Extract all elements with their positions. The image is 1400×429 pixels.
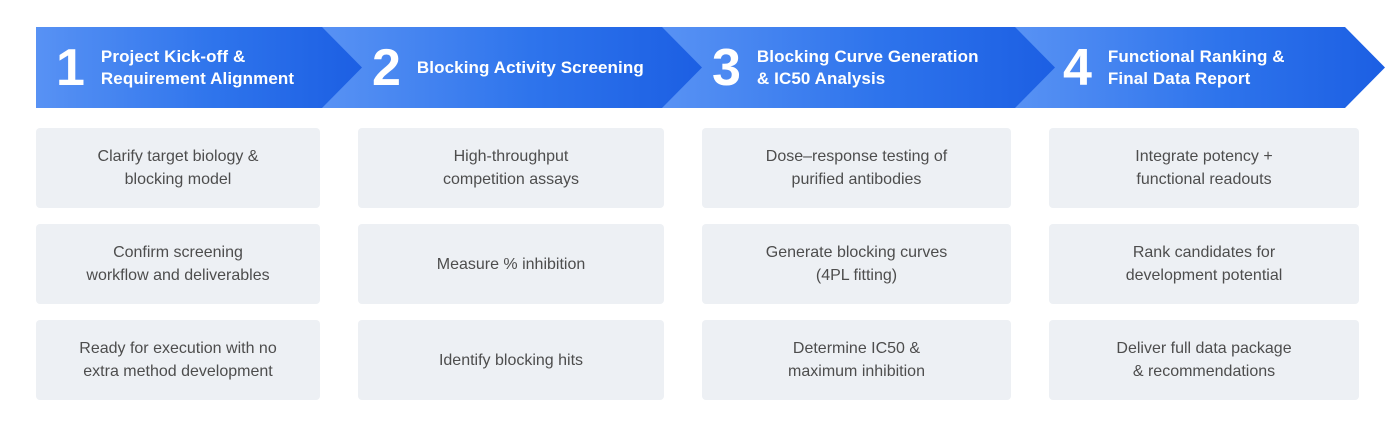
step-4-item-1: Integrate potency +functional readouts (1049, 128, 1359, 208)
step-2-item-2: Measure % inhibition (358, 224, 664, 304)
step-1-arrow: 1 Project Kick-off &Requirement Alignmen… (36, 27, 362, 108)
step-3-number: 3 (712, 38, 741, 97)
step-1-title: Project Kick-off &Requirement Alignment (100, 46, 295, 88)
step-3-arrow: 3 Blocking Curve Generation& IC50 Analys… (662, 27, 1055, 108)
step-1-item-1: Clarify target biology &blocking model (36, 128, 320, 208)
step-3-item-2: Generate blocking curves(4PL fitting) (702, 224, 1011, 304)
step-4-number: 4 (1063, 38, 1092, 97)
steps-header-band: 1 Project Kick-off &Requirement Alignmen… (0, 27, 1400, 108)
step-3-item-3: Determine IC50 &maximum inhibition (702, 320, 1011, 400)
step-4-title: Functional Ranking &Final Data Report (1107, 46, 1285, 88)
step-4-item-3: Deliver full data package& recommendatio… (1049, 320, 1359, 400)
step-details-grid: Clarify target biology &blocking model H… (36, 128, 1359, 400)
step-2-arrow: 2 Blocking Activity Screening (322, 27, 702, 108)
step-3-title: Blocking Curve Generation& IC50 Analysis (756, 46, 979, 88)
step-2-number: 2 (372, 38, 401, 97)
step-4-arrow: 4 Functional Ranking &Final Data Report (1015, 27, 1385, 108)
step-2-title: Blocking Activity Screening (416, 57, 644, 77)
step-1-number: 1 (56, 38, 85, 97)
step-2-item-3: Identify blocking hits (358, 320, 664, 400)
